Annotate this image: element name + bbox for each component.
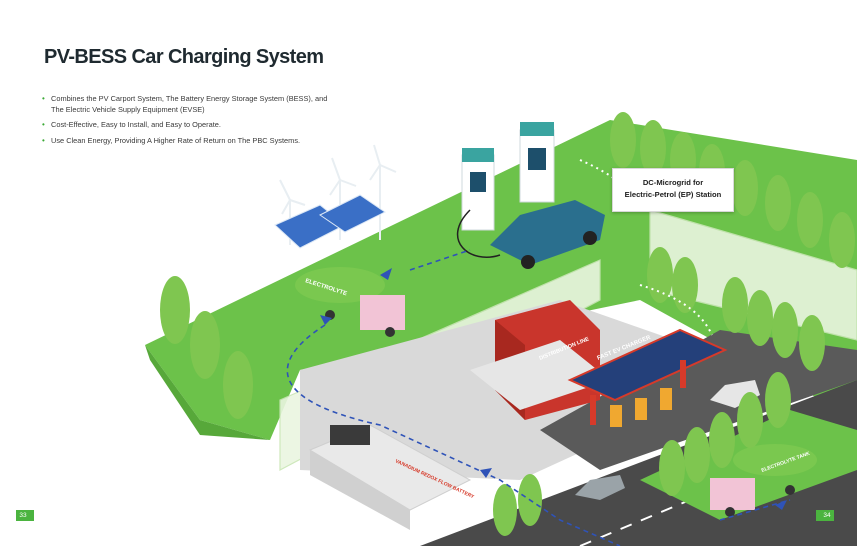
feature-list: • Combines the PV Carport System, The Bat… <box>36 94 336 151</box>
bullet-icon: • <box>42 94 45 103</box>
solar-panel-icon <box>274 194 386 249</box>
ev-charger-icon <box>456 122 555 258</box>
electrolyte-tank-truck-icon <box>710 444 817 517</box>
microgrid-dotted-line <box>579 159 713 336</box>
list-item: • Cost-Effective, Easy to Install, and Ea… <box>36 120 336 131</box>
callout-line-2: Electric-Petrol (EP) Station <box>624 190 722 199</box>
pv-carport-icon <box>567 328 728 427</box>
callout-line-1: DC-Microgrid for <box>642 178 704 187</box>
list-item-text: Combines the PV Carport System, The Batt… <box>51 94 328 114</box>
page-title: PV-BESS Car Charging System <box>44 46 324 68</box>
road-side <box>540 330 857 470</box>
arrow-icon <box>320 268 787 510</box>
bullet-icon: • <box>42 120 45 129</box>
page-number-right: 34 <box>820 510 834 521</box>
station-building-icon <box>470 300 610 420</box>
page-tab-right <box>816 510 820 521</box>
page-tab-left <box>30 510 34 521</box>
bullet-icon: • <box>42 135 45 145</box>
list-item-text: Use Clean Energy, Providing A Higher Rat… <box>51 135 301 145</box>
list-item: • Use Clean Energy, Providing A Higher Ra… <box>36 136 336 147</box>
electric-car-icon <box>490 200 605 269</box>
tree-icon <box>160 112 855 536</box>
electrolyte-truck-icon <box>295 267 405 337</box>
list-item: • Combines the PV Carport System, The Bat… <box>36 94 336 115</box>
flow-battery-icon <box>308 424 472 530</box>
list-item-text: Cost-Effective, Easy to Install, and Eas… <box>51 120 221 129</box>
page-number-left: 33 <box>16 510 30 521</box>
microgrid-callout: DC-Microgrid for Electric-Petrol (EP) St… <box>612 168 734 212</box>
wind-turbine-icon <box>279 144 397 245</box>
energy-flow-lines <box>286 249 791 546</box>
